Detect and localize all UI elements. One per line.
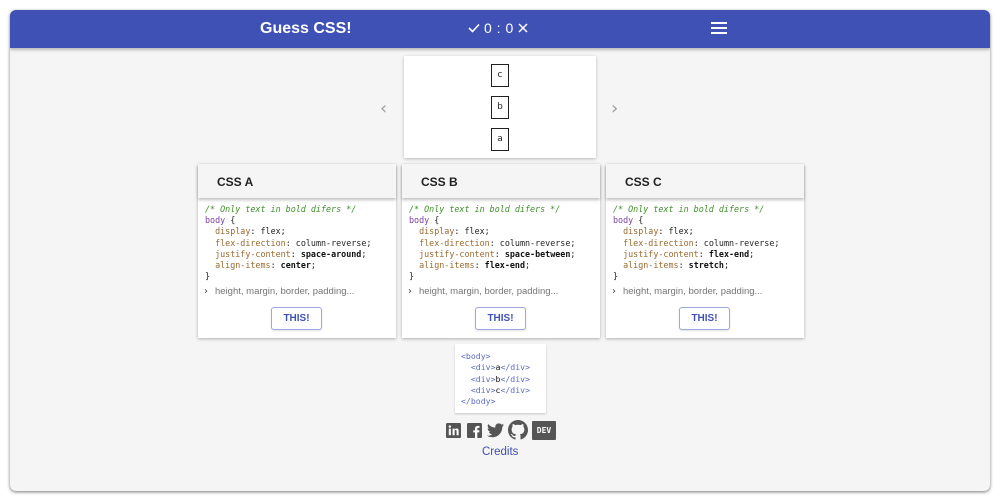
more-properties-toggle[interactable]: ›height, margin, border, padding... xyxy=(408,286,559,298)
hamburger-menu-icon[interactable] xyxy=(711,22,727,36)
preview-box-c: c xyxy=(491,63,509,87)
dev-icon[interactable]: DEV xyxy=(532,420,556,440)
layout-preview: a b c xyxy=(404,56,596,158)
card-title: CSS A xyxy=(217,175,254,189)
social-links: DEV xyxy=(445,420,556,440)
select-css-b-button[interactable]: THIS! xyxy=(475,307,526,330)
card-header: CSS C xyxy=(606,164,804,198)
prev-arrow-icon[interactable]: ‹ xyxy=(380,98,388,119)
score-display: 0 : 0 xyxy=(468,20,528,36)
select-css-c-button[interactable]: THIS! xyxy=(679,307,730,330)
github-icon[interactable] xyxy=(508,420,528,440)
css-card-b: CSS B /* Only text in bold difers */ bod… xyxy=(402,164,600,338)
card-header: CSS A xyxy=(198,164,396,198)
chevron-right-icon: › xyxy=(612,286,616,298)
app-title: Guess CSS! xyxy=(260,20,352,37)
css-card-c: CSS C /* Only text in bold difers */ bod… xyxy=(606,164,804,338)
css-code: /* Only text in bold difers */ body { di… xyxy=(205,204,372,282)
chevron-right-icon: › xyxy=(408,286,412,298)
select-css-a-button[interactable]: THIS! xyxy=(271,307,322,330)
score-value: 0 : 0 xyxy=(484,20,514,36)
preview-box-a: a xyxy=(491,127,509,151)
css-card-a: CSS A /* Only text in bold difers */ bod… xyxy=(198,164,396,338)
facebook-icon[interactable] xyxy=(466,422,483,439)
card-header: CSS B xyxy=(402,164,600,198)
app-window: Guess CSS! 0 : 0 ‹ a b c › CSS A /* Only… xyxy=(10,10,990,491)
chevron-right-icon: › xyxy=(204,286,208,298)
css-code: /* Only text in bold difers */ body { di… xyxy=(409,204,576,282)
preview-box-b: b xyxy=(491,95,509,119)
more-properties-toggle[interactable]: ›height, margin, border, padding... xyxy=(612,286,763,298)
check-icon xyxy=(468,20,480,36)
css-code: /* Only text in bold difers */ body { di… xyxy=(613,204,780,282)
x-icon xyxy=(518,20,528,36)
card-title: CSS B xyxy=(421,175,458,189)
next-arrow-icon[interactable]: › xyxy=(611,98,619,119)
linkedin-icon[interactable] xyxy=(445,422,462,439)
twitter-icon[interactable] xyxy=(487,422,504,439)
html-markup: <body> <div>a</div> <div>b</div> <div>c<… xyxy=(455,344,546,413)
card-title: CSS C xyxy=(625,175,662,189)
credits-link[interactable]: Credits xyxy=(482,446,519,458)
more-properties-toggle[interactable]: ›height, margin, border, padding... xyxy=(204,286,355,298)
app-bar: Guess CSS! 0 : 0 xyxy=(10,10,990,48)
